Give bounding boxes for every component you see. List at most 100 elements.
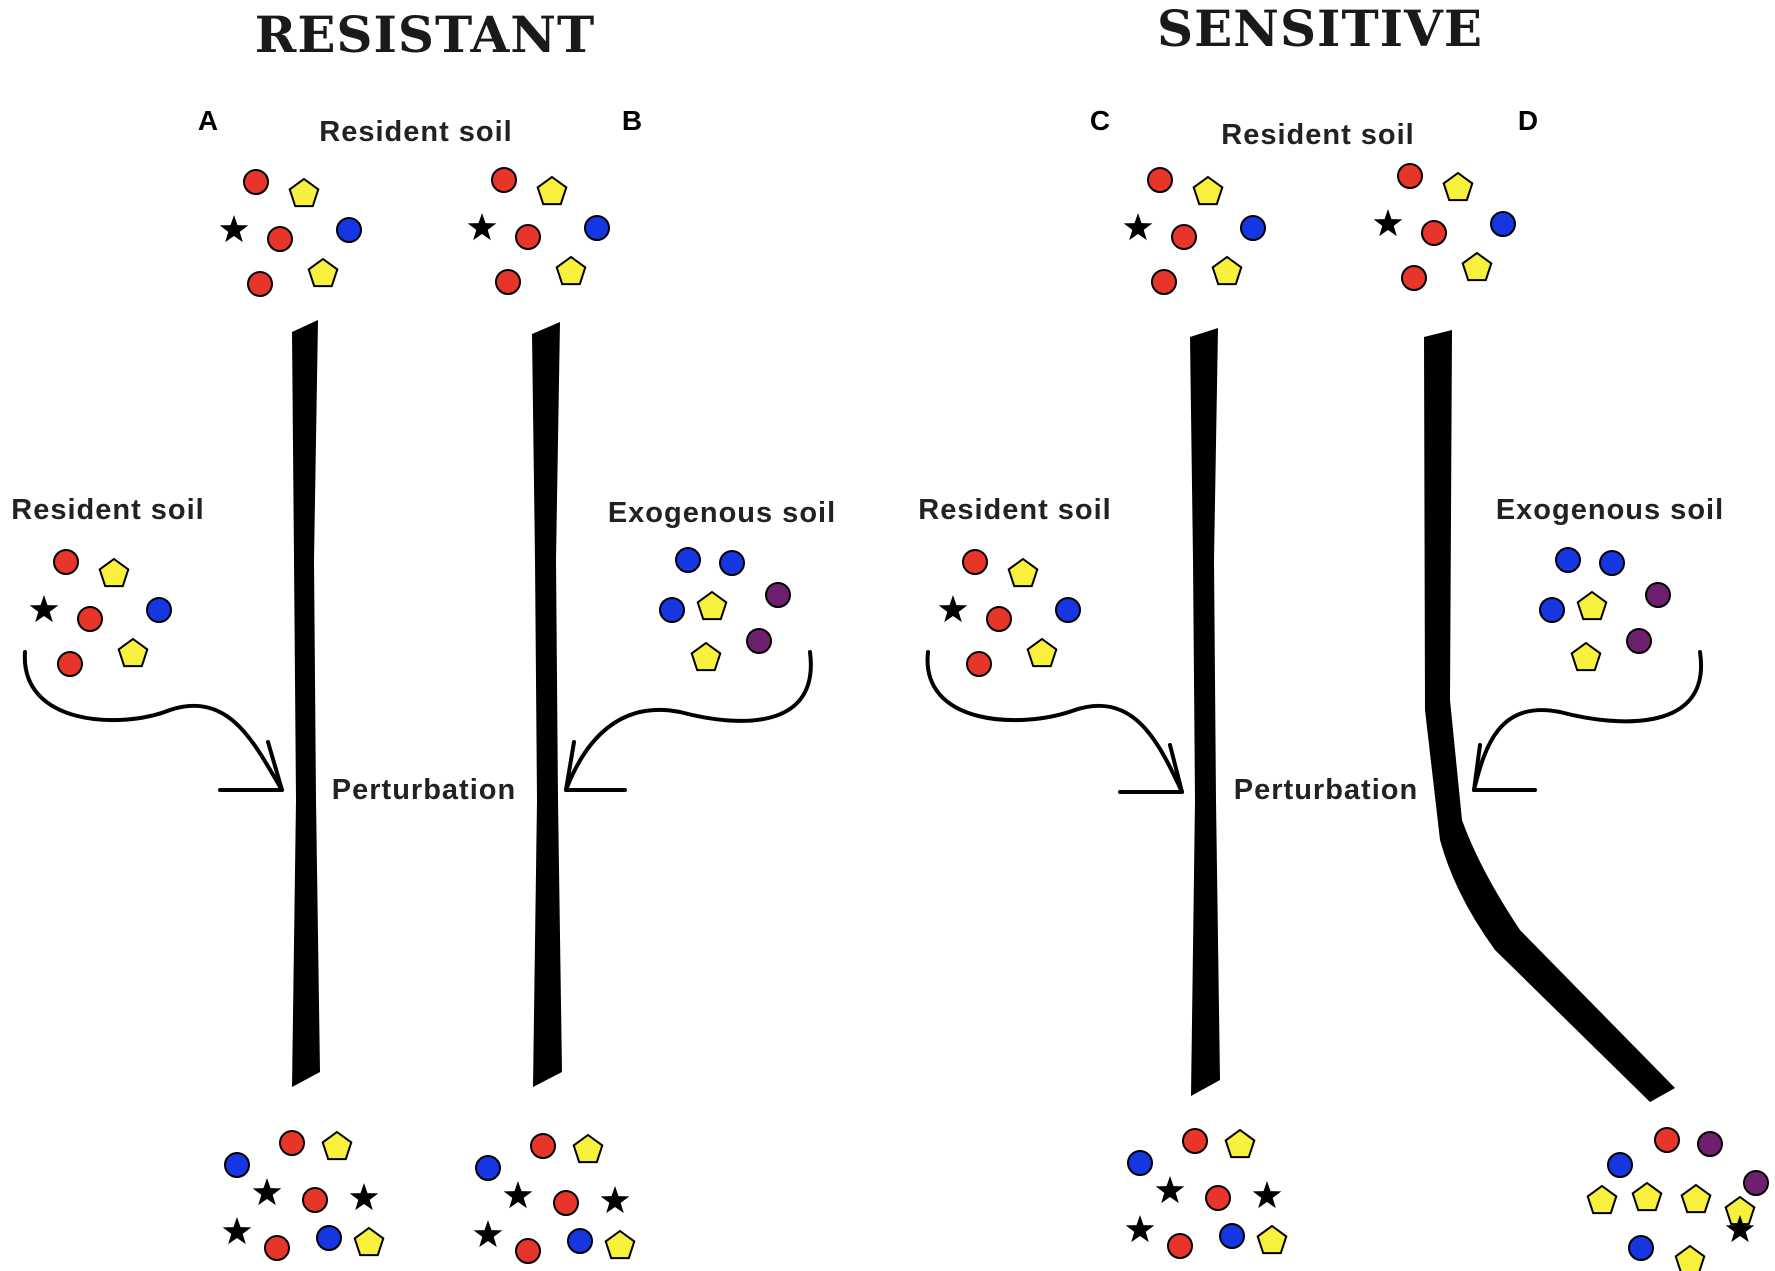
blue-circle <box>1539 597 1565 623</box>
red-circle <box>1421 220 1447 246</box>
blue-circle <box>659 597 685 623</box>
blue-circle <box>336 217 362 243</box>
panel-letter-a: A <box>198 105 218 136</box>
blue-circle <box>146 597 172 623</box>
red-circle <box>267 226 293 252</box>
community-top-c <box>1123 167 1266 295</box>
community-side-exogenous-b <box>659 547 791 672</box>
community-bottom-d <box>1586 1127 1769 1271</box>
red-circle <box>515 1238 541 1264</box>
blue-circle <box>1055 597 1081 623</box>
black-star <box>1252 1181 1282 1209</box>
red-circle <box>1654 1127 1680 1153</box>
community-bottom-c <box>1125 1128 1288 1259</box>
yellow-pentagon <box>536 175 568 206</box>
community-top-d <box>1373 163 1516 291</box>
red-circle <box>1401 265 1427 291</box>
yellow-pentagon <box>98 557 130 588</box>
black-star <box>29 595 59 623</box>
blue-circle <box>224 1152 250 1178</box>
yellow-pentagon <box>307 257 339 288</box>
yellow-pentagon <box>572 1133 604 1164</box>
yellow-pentagon <box>696 590 728 621</box>
yellow-pentagon <box>1674 1244 1706 1271</box>
stem-c <box>1190 328 1220 1096</box>
black-star <box>1155 1176 1185 1204</box>
red-circle <box>279 1130 305 1156</box>
blue-circle <box>475 1155 501 1181</box>
blue-circle <box>1555 547 1581 573</box>
arrow-resident-to-c <box>925 650 1184 794</box>
red-circle <box>1167 1233 1193 1259</box>
blue-circle <box>1219 1223 1245 1249</box>
blue-circle <box>1490 211 1516 237</box>
yellow-pentagon <box>1586 1184 1618 1215</box>
blue-circle <box>675 547 701 573</box>
yellow-pentagon <box>604 1229 636 1260</box>
red-circle <box>1182 1128 1208 1154</box>
red-circle <box>962 549 988 575</box>
red-circle <box>515 224 541 250</box>
red-circle <box>264 1235 290 1261</box>
yellow-pentagon <box>1680 1183 1712 1214</box>
community-bottom-a <box>222 1130 385 1261</box>
black-star <box>600 1186 630 1214</box>
label-perturbation-left: Perturbation <box>332 774 516 806</box>
red-circle <box>1147 167 1173 193</box>
label-perturbation-right: Perturbation <box>1234 774 1418 806</box>
label-resident-soil-top-right: Resident soil <box>1221 119 1415 151</box>
black-star <box>1123 213 1153 241</box>
purple-circle <box>1697 1131 1723 1157</box>
panel-letter-b: B <box>622 105 642 136</box>
red-circle <box>1205 1185 1231 1211</box>
blue-circle <box>316 1225 342 1251</box>
purple-circle <box>746 628 772 654</box>
purple-circle <box>1743 1170 1769 1196</box>
blue-circle <box>1607 1152 1633 1178</box>
red-circle <box>1151 269 1177 295</box>
yellow-pentagon <box>1570 641 1602 672</box>
label-exogenous-soil-side-d: Exogenous soil <box>1496 494 1724 526</box>
stem-a <box>292 320 320 1087</box>
red-circle <box>1397 163 1423 189</box>
label-resident-soil-top-left: Resident soil <box>319 116 513 148</box>
community-bottom-b <box>473 1133 636 1264</box>
red-circle <box>495 269 521 295</box>
blue-circle <box>1599 550 1625 576</box>
yellow-pentagon <box>1192 175 1224 206</box>
yellow-pentagon <box>321 1130 353 1161</box>
red-circle <box>491 167 517 193</box>
panel-letter-d: D <box>1518 105 1538 136</box>
red-circle <box>57 651 83 677</box>
stem-d <box>1424 330 1675 1102</box>
microbe-communities <box>29 163 1769 1271</box>
black-star <box>938 595 968 623</box>
yellow-pentagon <box>1007 557 1039 588</box>
yellow-pentagon <box>1026 637 1058 668</box>
blue-circle <box>1628 1235 1654 1261</box>
community-side-exogenous-d <box>1539 547 1671 672</box>
yellow-pentagon <box>1256 1224 1288 1255</box>
purple-circle <box>765 582 791 608</box>
arrow-resident-to-a <box>22 650 284 792</box>
red-circle <box>986 606 1012 632</box>
community-top-b <box>467 167 610 295</box>
red-circle <box>53 549 79 575</box>
yellow-pentagon <box>1631 1181 1663 1212</box>
heading-sensitive: SENSITIVE <box>1157 0 1483 58</box>
blue-circle <box>567 1228 593 1254</box>
red-circle <box>553 1190 579 1216</box>
blue-circle <box>584 215 610 241</box>
black-star <box>219 215 249 243</box>
black-star <box>1125 1215 1155 1243</box>
yellow-pentagon <box>690 641 722 672</box>
label-exogenous-soil-side-b: Exogenous soil <box>608 497 836 529</box>
black-star <box>349 1183 379 1211</box>
black-star <box>1373 209 1403 237</box>
red-circle <box>243 169 269 195</box>
red-circle <box>530 1133 556 1159</box>
blue-circle <box>1127 1150 1153 1176</box>
stem-b <box>532 322 562 1087</box>
